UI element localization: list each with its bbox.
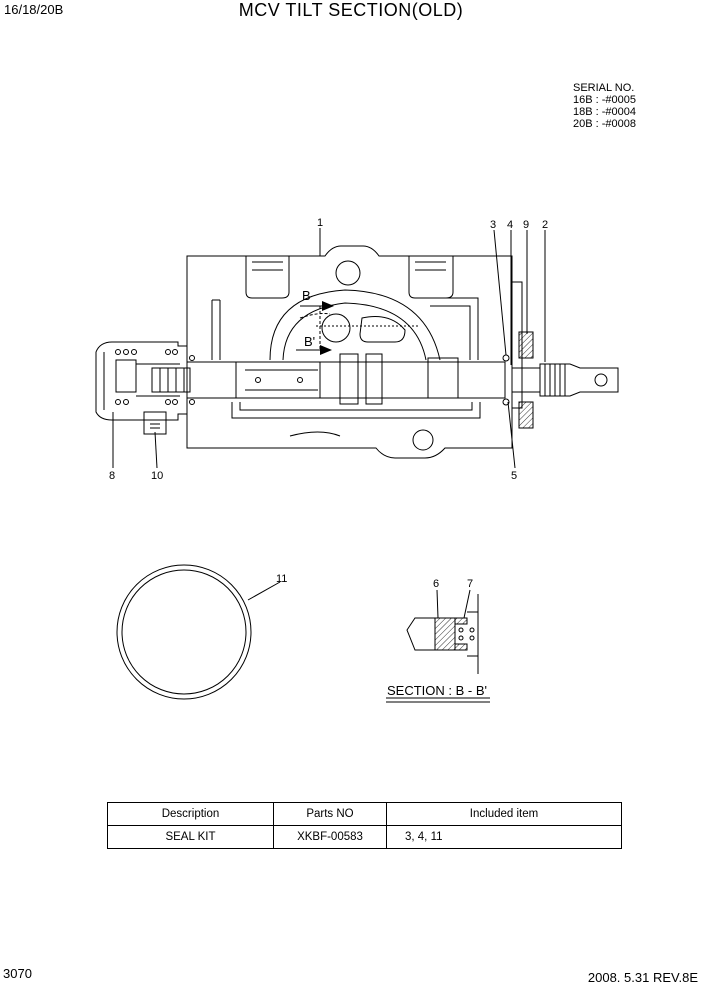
serial-line: 20B : -#0008 (573, 118, 636, 130)
section-mark-b-prime: B' (304, 334, 315, 349)
spool-stem (512, 367, 541, 393)
top-bolt-hole (335, 260, 361, 286)
cell-included: 3, 4, 11 (386, 825, 622, 849)
clevis-pin-hole (594, 373, 608, 387)
cell-parts-no: XKBF-00583 (273, 825, 387, 849)
arrow-b (322, 301, 334, 311)
o-ring-11-inner (121, 569, 247, 695)
leader-7 (463, 589, 471, 619)
callout-11: 11 (276, 573, 287, 585)
column-header: Parts NO (273, 802, 387, 826)
callout-4: 4 (507, 219, 513, 231)
callout-9: 9 (523, 219, 529, 231)
main-spool (187, 361, 506, 399)
arrow-b-prime (320, 345, 332, 355)
parts-table: Description Parts NO Included item SEAL … (107, 802, 622, 849)
section-bore (321, 313, 351, 343)
callout-5: 5 (511, 470, 517, 482)
detent-inner (115, 359, 137, 393)
revision-date: 2008. 5.31 REV.8E (587, 970, 698, 985)
leader-11 (247, 581, 281, 601)
callout-10: 10 (151, 470, 163, 482)
table-header-row: Description Parts NO Included item (107, 802, 622, 826)
section-caption: SECTION : B - B' (387, 683, 487, 698)
callout-8: 8 (109, 470, 115, 482)
leader-5 (507, 401, 516, 469)
o-ring-11-outer (116, 564, 252, 700)
serial-info: SERIAL NO. 16B : -#0005 18B : -#0004 20B… (573, 82, 636, 130)
leader-3 (493, 229, 507, 356)
page-title: MCV TILT SECTION(OLD) (238, 0, 464, 20)
serial-line: 16B : -#0005 (573, 94, 636, 106)
column-header: Description (107, 802, 274, 826)
leader-10 (154, 431, 158, 469)
callout-3: 3 (490, 219, 496, 231)
wiper-seal-upper (518, 331, 534, 359)
callout-2: 2 (542, 219, 548, 231)
outer-passage (211, 299, 221, 360)
dome-passage (269, 289, 441, 361)
spool-clevis (539, 363, 619, 397)
upper-port-left (245, 256, 290, 299)
bottom-bolt-hole (412, 429, 434, 451)
check-poppet (406, 617, 436, 651)
callout-6: 6 (433, 578, 439, 590)
page-number: 3070 (3, 966, 32, 981)
o-ring-right-lower (502, 398, 510, 406)
plug-screw (143, 411, 167, 435)
table-row: SEAL KIT XKBF-00583 3, 4, 11 (107, 825, 622, 849)
kidney-slot (359, 316, 406, 343)
serial-line: 18B : -#0004 (573, 106, 636, 118)
detent-cap (95, 341, 187, 421)
model-code: 16/18/20B (4, 2, 64, 17)
serial-heading: SERIAL NO. (573, 82, 635, 94)
wiper-seal-lower (518, 401, 534, 429)
cell-description: SEAL KIT (107, 825, 274, 849)
leader-6 (436, 589, 439, 619)
column-header: Included item (386, 802, 622, 826)
callout-7: 7 (467, 578, 473, 590)
o-ring-right-upper (502, 354, 510, 362)
callout-1: 1 (317, 217, 323, 229)
spool-land (235, 361, 321, 399)
section-mark-b: B (302, 288, 311, 303)
valve-body (186, 245, 513, 459)
